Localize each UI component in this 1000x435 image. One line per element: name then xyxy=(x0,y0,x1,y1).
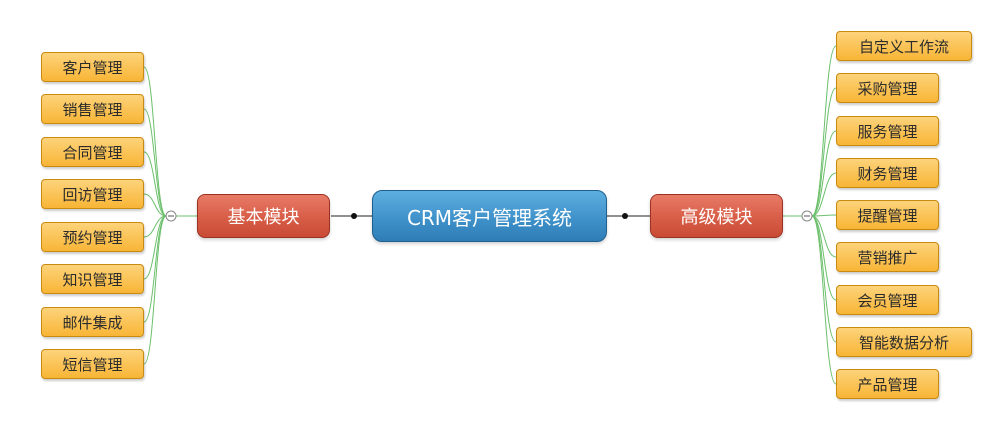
leaf-node-marketing-promotion[interactable]: 营销推广 xyxy=(836,242,939,272)
leaf-node-sms-management[interactable]: 短信管理 xyxy=(41,349,144,379)
leaf-node-service-management[interactable]: 服务管理 xyxy=(836,116,939,146)
leaf-node-custom-workflow[interactable]: 自定义工作流 xyxy=(836,31,972,61)
leaf-connector xyxy=(143,108,167,217)
branch-node-basic-modules[interactable]: 基本模块 xyxy=(197,194,330,238)
leaf-node-followup-management[interactable]: 回访管理 xyxy=(41,179,144,209)
right-collapse-toggle[interactable] xyxy=(801,210,813,222)
leaf-connector xyxy=(143,215,167,365)
leaf-node-member-management[interactable]: 会员管理 xyxy=(836,285,939,315)
leaf-connector xyxy=(811,214,837,217)
leaf-connector xyxy=(143,193,167,217)
leaf-node-sales-management[interactable]: 销售管理 xyxy=(41,94,144,124)
leaf-node-appointment-management[interactable]: 预约管理 xyxy=(41,222,144,252)
leaf-node-contract-management[interactable]: 合同管理 xyxy=(41,137,144,167)
leaf-connector xyxy=(811,45,837,217)
root-left-dot xyxy=(351,213,357,219)
leaf-node-knowledge-management[interactable]: 知识管理 xyxy=(41,264,144,294)
leaf-connector xyxy=(811,215,837,385)
leaf-connector xyxy=(143,151,167,217)
leaf-node-reminder-management[interactable]: 提醒管理 xyxy=(836,200,939,230)
leaf-connector xyxy=(811,87,837,217)
root-node[interactable]: CRM客户管理系统 xyxy=(372,190,607,242)
leaf-connector xyxy=(143,66,167,217)
leaf-node-product-management[interactable]: 产品管理 xyxy=(836,369,939,399)
root-right-dot xyxy=(622,213,628,219)
right-branch-curves xyxy=(811,45,837,385)
leaf-connector xyxy=(811,215,837,301)
leaf-connector xyxy=(811,130,837,217)
leaf-node-finance-management[interactable]: 财务管理 xyxy=(836,158,939,188)
leaf-connector xyxy=(811,172,837,217)
leaf-node-customer-management[interactable]: 客户管理 xyxy=(41,52,144,82)
leaf-connector xyxy=(143,215,167,280)
left-collapse-toggle[interactable] xyxy=(165,210,177,222)
branch-node-advanced-modules[interactable]: 高级模块 xyxy=(650,194,783,238)
leaf-node-smart-data-analysis[interactable]: 智能数据分析 xyxy=(836,327,972,357)
left-branch-curves xyxy=(143,66,167,365)
leaf-connector xyxy=(143,215,167,323)
leaf-node-purchase-management[interactable]: 采购管理 xyxy=(836,73,939,103)
leaf-node-email-integration[interactable]: 邮件集成 xyxy=(41,307,144,337)
leaf-connector xyxy=(811,215,837,258)
